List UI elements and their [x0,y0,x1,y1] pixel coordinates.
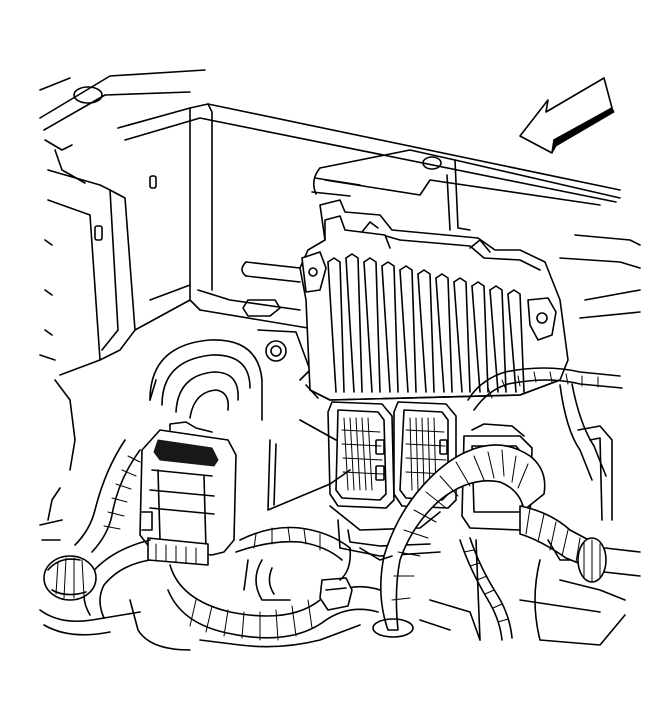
ecm-connector-1 [327,401,395,509]
mounting-bracket [39,69,206,471]
wiring-harness [39,367,641,646]
firewall-panel [117,103,641,331]
connector-latch-arm [267,419,351,511]
ecm-bracket-back [257,329,311,381]
disconnected-harness-connector [139,421,237,566]
ecm-cooling-fins [327,253,525,393]
harness-grommet [149,339,263,421]
lower-structure [47,487,481,651]
brake-lines [241,167,361,283]
direction-arrow [519,77,615,154]
engine-control-module [299,199,569,401]
